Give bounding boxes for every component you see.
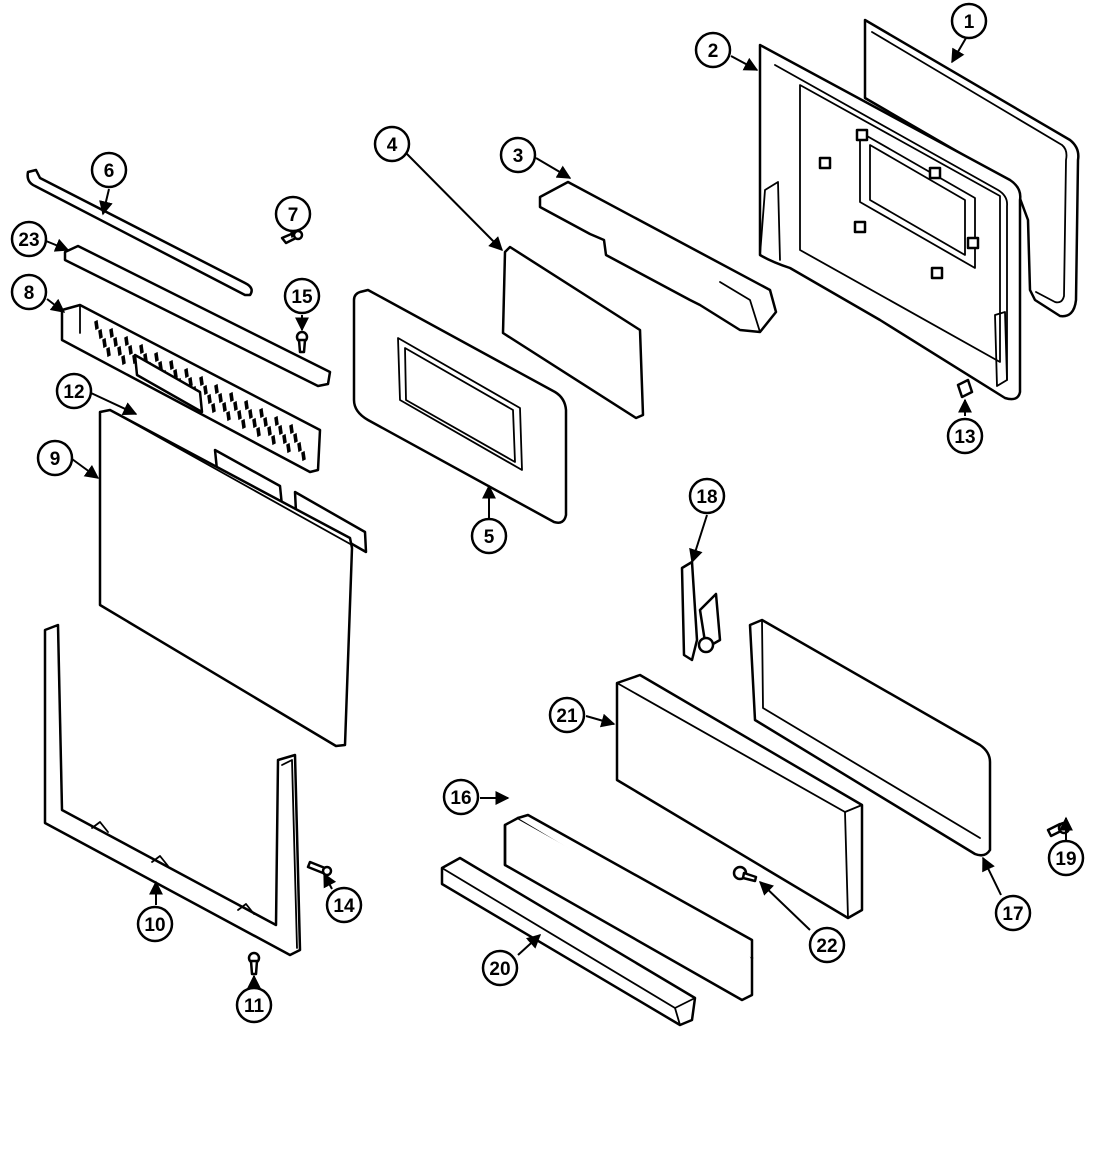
callout-10: 10 [136,905,174,943]
callout-circle-13 [946,417,984,455]
callout-circle-16 [442,778,480,816]
callout-circle-17 [994,894,1032,932]
part-3-vent-duct [538,180,778,334]
callout-circle-20 [481,949,519,987]
callout-label-22: 22 [816,936,837,957]
part-15-screw [295,330,309,354]
callout-label-18: 18 [696,487,717,508]
callout-17: 17 [994,894,1032,932]
callout-14: 14 [325,886,363,924]
callout-circle-10 [136,905,174,943]
callout-label-20: 20 [489,959,510,980]
callout-circle-5 [470,517,508,555]
callout-circle-18 [688,477,726,515]
callout-circle-1 [950,2,988,40]
part-20-drawer-rail [440,856,697,1027]
part-13-clip [956,378,974,399]
callout-20: 20 [481,949,519,987]
callout-22: 22 [808,926,846,964]
callout-label-10: 10 [144,915,165,936]
callout-6: 6 [90,151,128,189]
callout-3: 3 [499,136,537,174]
callout-label-1: 1 [964,12,975,33]
callout-19: 19 [1047,839,1085,877]
callout-label-5: 5 [484,527,495,548]
callout-label-2: 2 [708,41,719,62]
callout-label-12: 12 [63,382,84,403]
callout-8: 8 [10,273,48,311]
part-2-inner-panel [758,43,1022,401]
callout-16: 16 [442,778,480,816]
part-21-drawer-box [615,673,864,920]
callout-12: 12 [55,372,93,410]
part-10-u-channel [43,623,302,957]
callout-circle-9 [36,439,74,477]
callout-circle-3 [499,136,537,174]
callout-label-9: 9 [50,449,61,470]
callout-label-19: 19 [1055,849,1076,870]
callout-label-6: 6 [104,161,115,182]
callout-11: 11 [235,986,273,1024]
part-16-drawer-front [503,813,754,1002]
callout-5: 5 [470,517,508,555]
callout-circle-23 [10,220,48,258]
callout-circle-6 [90,151,128,189]
part-22-screw [732,865,758,883]
part-23-trim-strip [63,244,332,388]
callout-1: 1 [950,2,988,40]
part-1-outer-frame [863,18,1080,318]
callout-7: 7 [274,195,312,233]
callout-9: 9 [36,439,74,477]
callout-label-16: 16 [450,788,471,809]
part-17-drawer-back [748,618,992,857]
callout-circle-7 [274,195,312,233]
callout-circle-14 [325,886,363,924]
leader-lines [45,37,1073,989]
callout-circle-21 [548,696,586,734]
callout-label-15: 15 [291,287,313,308]
part-14-screw [306,860,333,877]
part-18-hinge [680,560,722,662]
callout-circle-11 [235,986,273,1024]
callout-label-14: 14 [333,896,355,917]
callout-label-4: 4 [387,135,398,156]
callout-label-8: 8 [24,283,35,304]
callout-13: 13 [946,417,984,455]
callout-circle-15 [283,277,321,315]
callout-2: 2 [694,31,732,69]
callout-circle-12 [55,372,93,410]
callout-circle-4 [373,125,411,163]
callout-circle-19 [1047,839,1085,877]
callout-label-23: 23 [18,230,39,251]
callout-23: 23 [10,220,48,258]
part-6-handle-rod [26,168,253,297]
callout-circle-22 [808,926,846,964]
callout-label-11: 11 [244,996,265,1017]
part-4-glass-panel [501,245,645,420]
callout-label-13: 13 [954,427,975,448]
part-9-door-panel [98,408,354,748]
part-5-door-frame [352,288,568,524]
callout-label-3: 3 [513,146,524,167]
callout-18: 18 [688,477,726,515]
part-11-screw [247,951,261,976]
callout-label-21: 21 [556,706,578,727]
callout-21: 21 [548,696,586,734]
callout-label-7: 7 [288,205,299,226]
callout-4: 4 [373,125,411,163]
callout-circle-2 [694,31,732,69]
callout-15: 15 [283,277,321,315]
callout-label-17: 17 [1002,904,1023,925]
callout-circle-8 [10,273,48,311]
